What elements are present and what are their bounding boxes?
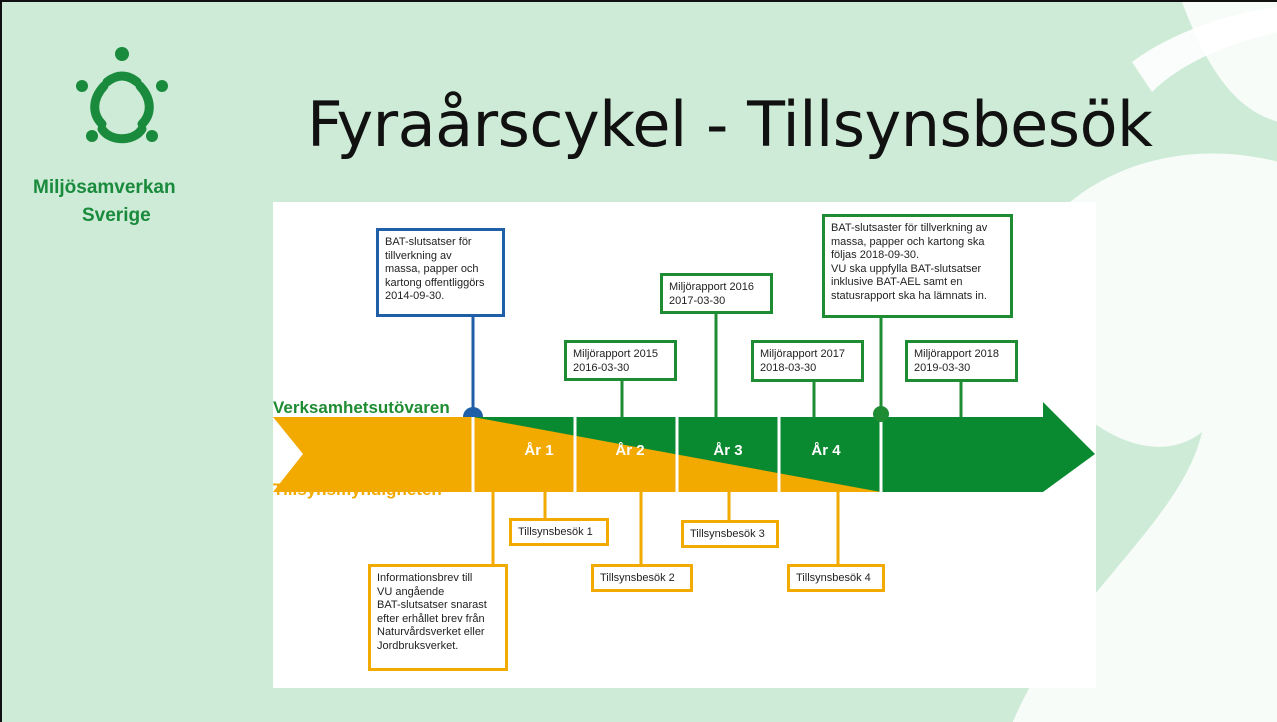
year-3-label: År 3 [713,442,743,459]
year-2-label: År 2 [615,442,645,459]
logo: Miljösamverkan Sverige [33,44,182,234]
box-miljorapport-2017: Miljörapport 2017 2018-03-30 [751,340,864,382]
box-tillsynsbesok-3: Tillsynsbesök 3 [681,520,779,548]
box-miljorapport-2016: Miljörapport 2016 2017-03-30 [660,273,773,314]
flower-people-logo-icon [76,47,168,144]
timeline-diagram: Verksamhetsutövaren Tillsynsmyndigheten … [273,202,1096,688]
actor-verksamhetsutovaren: Verksamhetsutövaren [273,398,450,417]
box-tillsynsbesok-2: Tillsynsbesök 2 [591,564,693,592]
box-bat-comply: BAT-slutsaster för tillverkning av massa… [822,214,1013,318]
box-informationsbrev: Informationsbrev till VU angående BAT-sl… [368,564,508,671]
box-bat-publish: BAT-slutsatser för tillverkning av massa… [376,228,505,317]
logo-line2: Sverige [82,205,151,226]
box-tillsynsbesok-1: Tillsynsbesök 1 [509,518,609,546]
actor-tillsynsmyndigheten: Tillsynsmyndigheten [273,480,442,499]
year-1-label: År 1 [524,442,554,459]
box-miljorapport-2015: Miljörapport 2015 2016-03-30 [564,340,677,381]
page-title: Fyraårscykel - Tillsynsbesök [307,88,1153,161]
logo-line1: Miljösamverkan [33,177,176,198]
box-miljorapport-2018: Miljörapport 2018 2019-03-30 [905,340,1018,382]
orange-band [273,417,473,492]
timeline-arrow [273,314,1095,564]
year-4-label: År 4 [811,442,841,459]
box-tillsynsbesok-4: Tillsynsbesök 4 [787,564,885,592]
